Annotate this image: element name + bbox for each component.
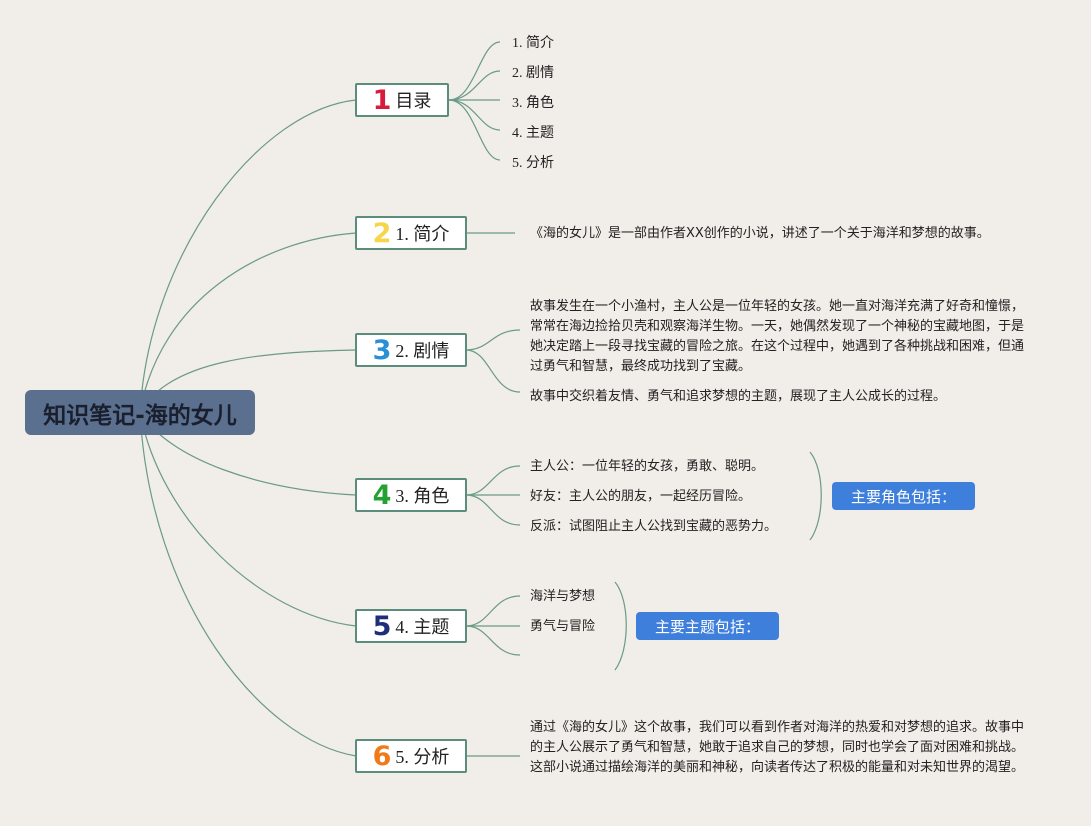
intro-text[interactable]: 《海的女儿》是一部由作者XX创作的小说，讲述了一个关于海洋和梦想的故事。 <box>530 226 990 241</box>
branch-characters[interactable]: 4 3. 角色 <box>355 478 467 512</box>
number-icon-5: 5 <box>372 610 392 642</box>
root-node[interactable]: 知识笔记-海的女儿 <box>25 390 255 435</box>
toc-item[interactable]: 3. 角色 <box>512 96 554 111</box>
toc-item[interactable]: 4. 主题 <box>512 126 554 141</box>
number-icon-1: 1 <box>372 84 392 116</box>
branch-plot[interactable]: 3 2. 剧情 <box>355 333 467 367</box>
number-icon-3: 3 <box>372 334 392 366</box>
analysis-paragraph[interactable]: 通过《海的女儿》这个故事，我们可以看到作者对海洋的热爱和对梦想的追求。故事中的主… <box>530 720 1025 775</box>
plot-paragraph[interactable]: 故事发生在一个小渔村，主人公是一位年轻的女孩。她一直对海洋充满了好奇和憧憬，常常… <box>530 299 1025 374</box>
character-item[interactable]: 反派：试图阻止主人公找到宝藏的恶势力。 <box>530 519 778 534</box>
branch-themes[interactable]: 5 4. 主题 <box>355 609 467 643</box>
branch-label: 5. 分析 <box>395 747 450 767</box>
branch-label: 目录 <box>395 91 432 111</box>
toc-item[interactable]: 1. 简介 <box>512 36 554 51</box>
character-item[interactable]: 好友：主人公的朋友，一起经历冒险。 <box>530 489 752 504</box>
branch-label: 3. 角色 <box>395 486 450 506</box>
branch-analysis[interactable]: 6 5. 分析 <box>355 739 467 773</box>
themes-summary[interactable]: 主要主题包括： <box>636 612 779 640</box>
toc-item[interactable]: 2. 剧情 <box>512 66 554 81</box>
character-item[interactable]: 主人公：一位年轻的女孩，勇敢、聪明。 <box>530 459 765 474</box>
root-title: 知识笔记-海的女儿 <box>43 402 237 429</box>
theme-item[interactable]: 勇气与冒险 <box>530 619 596 634</box>
branch-label: 4. 主题 <box>395 617 450 637</box>
branch-toc[interactable]: 1 目录 <box>355 83 449 117</box>
branch-label: 2. 剧情 <box>395 341 450 361</box>
branch-label: 1. 简介 <box>395 224 450 244</box>
theme-item[interactable]: 海洋与梦想 <box>530 589 596 604</box>
toc-item[interactable]: 5. 分析 <box>512 156 554 171</box>
branch-intro[interactable]: 2 1. 简介 <box>355 216 467 250</box>
plot-theme-text[interactable]: 故事中交织着友情、勇气和追求梦想的主题，展现了主人公成长的过程。 <box>530 389 947 404</box>
number-icon-4: 4 <box>372 479 392 511</box>
number-icon-2: 2 <box>372 217 392 249</box>
number-icon-6: 6 <box>372 740 392 772</box>
characters-summary[interactable]: 主要角色包括： <box>832 482 975 510</box>
